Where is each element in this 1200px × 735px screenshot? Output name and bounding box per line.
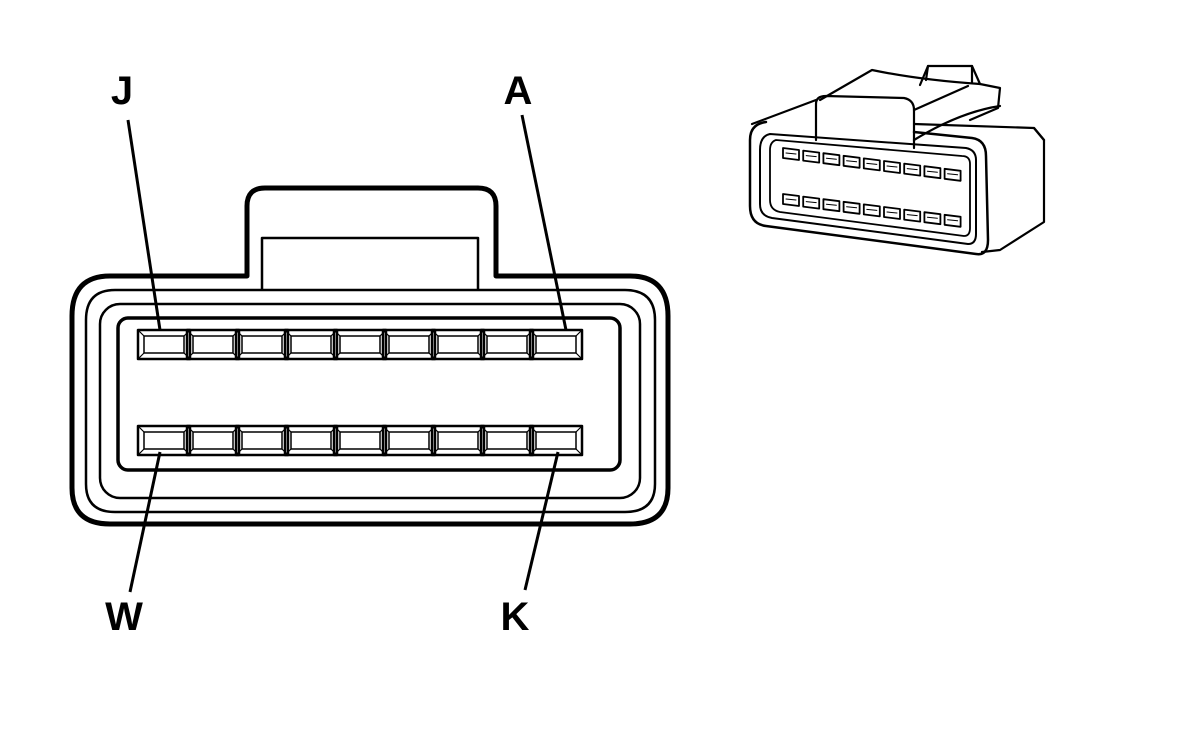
connector-face-view (69, 185, 671, 527)
locking-tab-recess (260, 236, 480, 290)
pin-cavity (234, 424, 290, 457)
pin-cavity (234, 328, 290, 361)
pin-cavity (332, 328, 388, 361)
iso-pin-cavity (862, 157, 881, 172)
iso-pin-row-top (782, 147, 962, 182)
iso-pin-cavity (802, 195, 821, 210)
pin-cavity (283, 424, 339, 457)
top-tab-side (912, 84, 1002, 142)
pin-cavity (136, 424, 192, 457)
leader-line-a (520, 114, 568, 331)
iso-pin-cavity (903, 162, 922, 177)
pin-cavity (381, 424, 437, 457)
pin-cavity (430, 424, 486, 457)
iso-pin-cavity (782, 147, 800, 161)
pin-label-top-left: J (111, 69, 133, 113)
connector-housing-inner-outline (84, 288, 657, 514)
pin-label-bottom-right: K (501, 595, 530, 639)
top-tab (818, 68, 1002, 122)
iso-pin-cavity (782, 193, 800, 207)
pin-cavity (136, 328, 192, 361)
pin-cavity (430, 328, 486, 361)
pin-cavity (528, 328, 584, 361)
pin-cavity (479, 424, 535, 457)
connector-housing-outline (69, 185, 671, 527)
housing-front-inner (759, 133, 977, 245)
pin-cavity (528, 424, 584, 457)
connector-isometric-view (748, 64, 1046, 256)
connector-shroud (98, 302, 642, 500)
leader-line-k (523, 451, 560, 591)
latch-clip-base (924, 64, 974, 84)
iso-pin-cavity (802, 149, 821, 164)
iso-pin-cavity (822, 198, 841, 213)
iso-pin-cavity (883, 206, 901, 220)
iso-pin-cavity (923, 165, 942, 180)
iso-pin-row-bottom (782, 193, 962, 228)
iso-pin-cavity (883, 160, 901, 174)
pin-cavity (332, 424, 388, 457)
iso-pin-cavity (822, 152, 841, 167)
housing-right-side (980, 126, 1046, 254)
latch-clip (918, 64, 982, 87)
pin-cavity (185, 328, 241, 361)
pin-cavity (479, 328, 535, 361)
connector-cavity-face (116, 316, 622, 472)
pin-cavity (185, 424, 241, 457)
iso-pin-cavity (842, 154, 861, 169)
housing-cavity (769, 139, 971, 237)
housing-front-outline (748, 120, 990, 256)
pin-row-top (136, 328, 584, 361)
iso-pin-cavity (862, 203, 881, 218)
pin-label-bottom-left: W (105, 595, 143, 639)
pin-cavity (283, 328, 339, 361)
leader-line-w (128, 451, 162, 593)
pin-cavity (381, 328, 437, 361)
iso-pin-cavity (842, 200, 861, 215)
pin-row-bottom (136, 424, 584, 457)
iso-pin-cavity (923, 211, 942, 226)
pin-label-top-right: A (504, 69, 533, 113)
iso-pin-cavity (943, 167, 962, 182)
iso-pin-cavity (943, 213, 962, 228)
iso-pin-cavity (903, 208, 922, 223)
leader-line-j (126, 119, 162, 331)
leader-lines (126, 114, 568, 593)
